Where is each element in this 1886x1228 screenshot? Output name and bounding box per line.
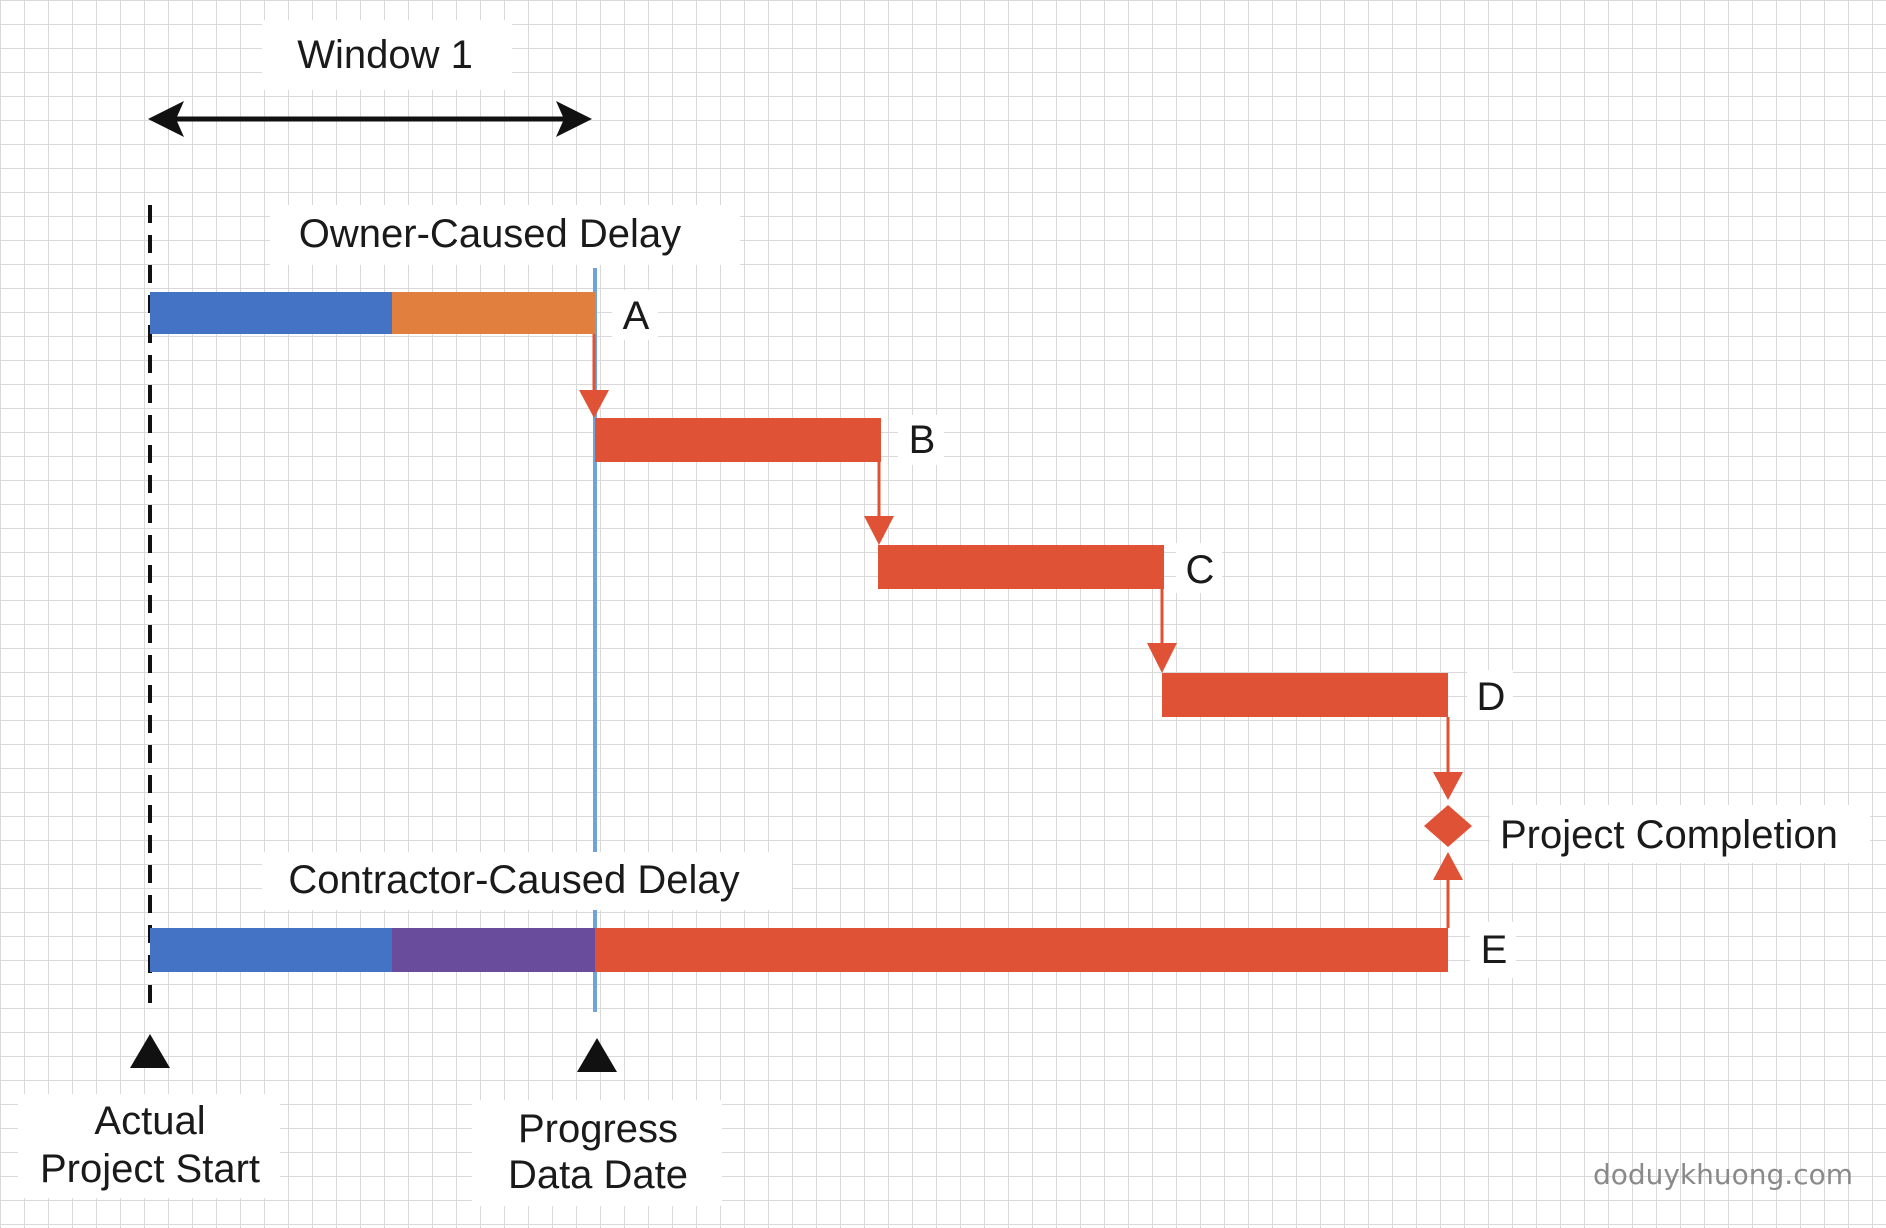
activity-label-e: E [1481,928,1508,972]
bar-c [878,545,1164,589]
label-c-background [1176,543,1222,593]
link-d-completion [1433,717,1463,800]
link-b-c [864,462,894,545]
link-e-completion [1433,852,1463,928]
label-e-background [1470,922,1516,978]
bar-e-planned [150,928,392,972]
data-date-label-line1: Progress [518,1107,678,1151]
link-a-b [579,334,609,418]
bar-e-critical [595,928,1448,972]
label-d-background [1467,670,1513,720]
completion-label-background [1490,805,1870,863]
completion-label: Project Completion [1500,813,1838,857]
activity-label-a: A [623,294,650,338]
activity-label-b: B [909,418,936,462]
data-date-label-line2: Data Date [508,1153,688,1197]
bar-e-contractor-delay [392,928,595,972]
contractor-delay-label: Contractor-Caused Delay [288,858,739,902]
bar-d [1162,673,1448,717]
owner-delay-label-background [270,205,740,265]
bar-b [595,418,881,462]
window-label: Window 1 [297,33,473,77]
label-b-background [898,415,944,465]
window-label-background [262,20,512,90]
data-date-label-background [472,1100,722,1206]
actual-start-marker-icon [130,1034,170,1068]
data-date-marker-icon [577,1038,617,1072]
link-c-d [1147,589,1177,673]
bar-a-owner-delay [392,292,595,334]
completion-milestone-icon [1424,805,1472,847]
bar-a-planned [150,292,392,334]
contractor-delay-label-background [262,852,792,910]
actual-start-label-line1: Actual [94,1099,205,1143]
label-a-background [612,290,658,340]
window-span-arrow [148,101,592,137]
activity-label-c: C [1186,548,1215,592]
watermark: doduykhuong.com [1593,1158,1853,1191]
actual-start-label-background [18,1094,280,1198]
owner-delay-label: Owner-Caused Delay [299,212,681,256]
activity-label-d: D [1477,675,1506,719]
actual-start-label-line2: Project Start [40,1147,260,1191]
